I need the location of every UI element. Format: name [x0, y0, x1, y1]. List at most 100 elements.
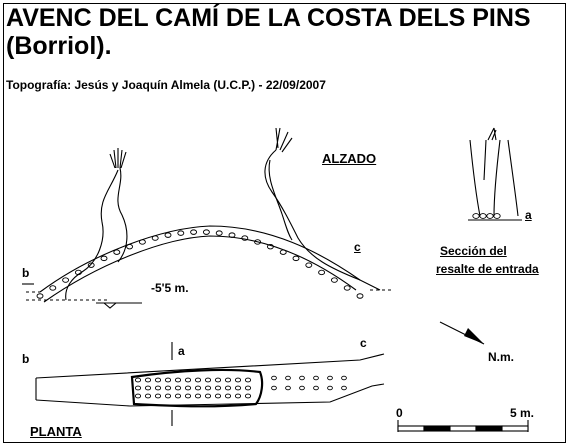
stone [204, 377, 212, 383]
stone [184, 377, 192, 383]
stone [327, 385, 333, 391]
title-line-2: (Borriol). [6, 32, 112, 60]
planta-point-c: c [360, 336, 367, 350]
planta-point-b: b [22, 352, 30, 366]
stone [174, 377, 182, 383]
planta-heading: PLANTA [30, 424, 82, 439]
alzado-right-profile [264, 149, 381, 291]
stone [190, 229, 198, 235]
title-line-1: AVENC DEL CAMÍ DE LA COSTA DELS PINS [6, 4, 531, 32]
stone [154, 377, 162, 383]
stone [271, 375, 277, 381]
alzado-right-inner [268, 159, 293, 241]
stone [285, 385, 291, 391]
alzado-depth-label: -5'5 m. [151, 281, 189, 295]
alzado-point-c: c [354, 240, 361, 254]
section-caption-line-1: Sección del [440, 244, 507, 258]
north-arrow-head [464, 328, 484, 344]
stone [100, 255, 108, 262]
stone [144, 377, 152, 383]
stone [279, 249, 287, 255]
stone [184, 393, 192, 399]
stone [292, 255, 300, 262]
stone [341, 375, 347, 381]
stone [341, 385, 347, 391]
stone [214, 377, 222, 383]
stone [234, 377, 242, 383]
stone [234, 393, 242, 399]
stone [36, 293, 44, 299]
stone [224, 377, 232, 383]
stone [313, 385, 319, 391]
stone [327, 375, 333, 381]
survey-credits: Topografía: Jesús y Joaquín Almela (U.C.… [6, 78, 326, 92]
stone [164, 393, 172, 399]
stone [134, 377, 142, 383]
stone [134, 385, 142, 391]
stone [164, 377, 172, 383]
stone [138, 239, 146, 245]
stone [174, 385, 182, 391]
stone [285, 375, 291, 381]
stone [318, 269, 326, 276]
stone [343, 285, 351, 291]
page-title: AVENC DEL CAMÍ DE LA COSTA DELS PINS (Bo… [6, 4, 531, 60]
planta-point-a: a [178, 344, 185, 358]
stone [244, 385, 252, 391]
planta-chamber [130, 368, 264, 408]
section-walls [469, 139, 519, 217]
scale-end: 5 m. [510, 406, 535, 420]
stone [49, 285, 57, 291]
stone [271, 385, 277, 391]
stone [305, 262, 313, 268]
stone [151, 235, 159, 241]
stone [154, 385, 162, 391]
stone [164, 385, 172, 391]
stone [228, 232, 236, 238]
alzado-left-inner [117, 167, 128, 263]
stone [313, 375, 319, 381]
alzado-arch-outer [39, 225, 361, 293]
stone [194, 393, 202, 399]
stone [194, 377, 202, 383]
cave-stones [36, 213, 501, 399]
stone [472, 213, 480, 219]
stone [144, 393, 152, 399]
stone [356, 293, 364, 299]
stone [154, 393, 162, 399]
stone [330, 277, 338, 283]
stone [177, 230, 185, 236]
stone [164, 232, 172, 238]
alzado-depth-marker [96, 302, 142, 309]
stone [126, 243, 134, 250]
alzado-floor [26, 289, 392, 301]
planta-cave-outline [35, 353, 385, 407]
alzado-point-b: b [22, 266, 30, 280]
alzado-heading: ALZADO [322, 151, 377, 166]
stone [62, 277, 70, 283]
section-caption-line-2: resalte de entrada [436, 262, 539, 276]
alzado-arch-inner [43, 235, 357, 303]
stone [87, 262, 95, 268]
alzado-left-grass [109, 148, 127, 169]
stone [299, 385, 305, 391]
stone [194, 385, 202, 391]
stone [234, 385, 242, 391]
stone [266, 243, 274, 250]
drawing-frame [3, 3, 566, 443]
section-grass [487, 127, 497, 141]
stone [204, 393, 212, 399]
stone [202, 229, 210, 235]
alzado-left-profile [65, 169, 119, 301]
stone [224, 385, 232, 391]
stone [241, 235, 249, 241]
stone [486, 213, 494, 219]
stone [479, 213, 487, 219]
stone [204, 385, 212, 391]
stone [299, 375, 305, 381]
stone [214, 385, 222, 391]
scale-start: 0 [396, 406, 403, 420]
stone [74, 269, 82, 276]
stone [144, 385, 152, 391]
